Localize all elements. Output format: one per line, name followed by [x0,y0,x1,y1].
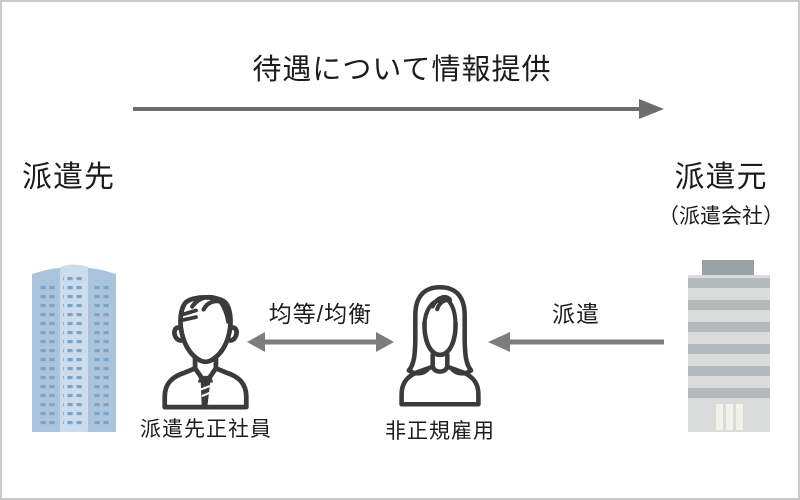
temp-worker-label: 非正規雇用 [385,420,495,443]
blue-office-building-icon [32,264,116,432]
source-zone: 派遣元 （派遣会社） [642,152,798,230]
info-right-arrow-icon [133,99,664,119]
gray-office-building-icon [688,260,770,432]
equal-balance-double-arrow-icon [247,332,394,352]
equal-balance-label: 均等/均衡 [268,301,373,327]
destination-zone-label: 派遣先 [22,161,115,194]
regular-employee-label: 派遣先正社員 [140,418,272,441]
source-zone-label: 派遣元 [674,161,768,194]
info-provision-title: 待遇について情報提供 [252,54,552,86]
female-worker-icon [399,284,481,407]
dispatch-left-arrow-icon [488,332,664,352]
businessman-icon [162,294,249,410]
source-zone-sublabel: （派遣会社） [658,205,784,228]
dispatch-label: 派遣 [552,301,600,327]
